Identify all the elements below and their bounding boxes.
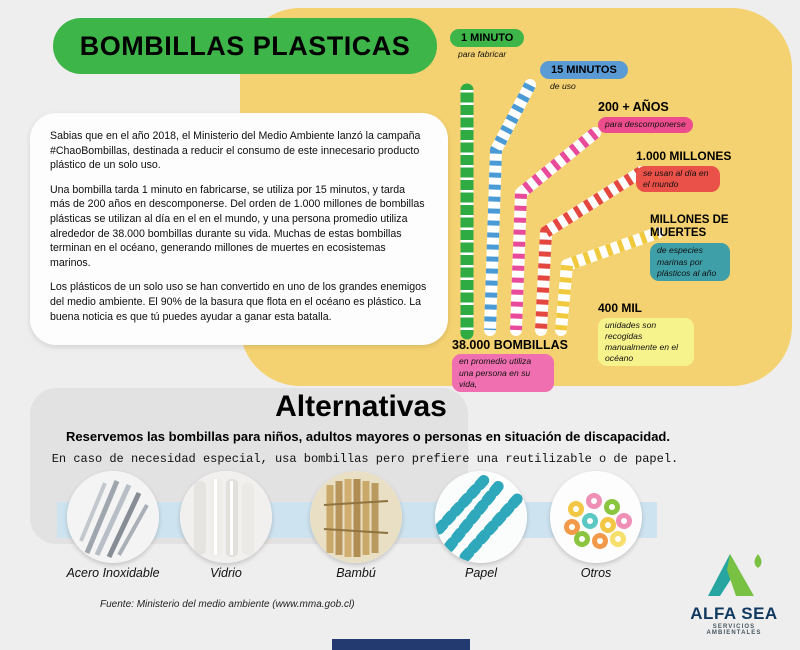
stat-sub: para fabricar bbox=[458, 49, 507, 59]
stat-38000-bombillas: 38.000 BOMBILLAS en promedio utiliza una… bbox=[452, 338, 568, 392]
stat-millones-muertes: MILLONES DE MUERTES de especies marinas … bbox=[650, 214, 750, 281]
logo-name: ALFA SEA bbox=[690, 604, 778, 623]
title-banner: BOMBILLAS PLASTICAS bbox=[53, 18, 437, 74]
stat-400-mil: 400 MIL unidades son recogidas manualmen… bbox=[598, 301, 694, 367]
intro-card: Sabias que en el año 2018, el Ministerio… bbox=[30, 113, 448, 345]
bottom-bar bbox=[332, 639, 470, 650]
bamboo-straws-icon bbox=[310, 471, 402, 563]
paper-straws-icon bbox=[435, 471, 527, 563]
alternative-image-acero bbox=[67, 471, 159, 563]
alfa-sea-logo-icon bbox=[708, 554, 762, 596]
stat-sub-pill: en promedio utiliza una persona en su vi… bbox=[452, 354, 554, 392]
stat-200-anos: 200 + AÑOS para descomponerse bbox=[598, 100, 693, 133]
stat-sub-pill: unidades son recogidas manualmente en el… bbox=[598, 317, 694, 367]
alternatives-title: Alternativas bbox=[275, 390, 447, 423]
alternative-image-papel bbox=[435, 471, 527, 563]
stat-label: 400 MIL bbox=[598, 301, 643, 315]
stat-sub-pill: para descomponerse bbox=[598, 117, 693, 133]
alternative-label-vidrio: Vidrio bbox=[210, 566, 242, 580]
intro-paragraph-2: Una bombilla tarda 1 minuto en fabricars… bbox=[50, 183, 425, 269]
alternative-label-bambu: Bambú bbox=[336, 566, 376, 580]
stat-sub-pill: se usan al día en el mundo bbox=[636, 165, 720, 193]
stat-label-pill: 15 MINUTOS bbox=[540, 61, 628, 79]
page-title: BOMBILLAS PLASTICAS bbox=[79, 30, 411, 61]
logo-tagline: SERVICIOS AMBIENTALES bbox=[706, 624, 762, 636]
alternative-image-vidrio bbox=[180, 471, 272, 563]
assorted-straws-icon bbox=[550, 471, 642, 563]
alternatives-line1: Reservemos las bombillas para niños, adu… bbox=[66, 429, 670, 444]
stat-1-minuto: 1 MINUTO para fabricar bbox=[450, 28, 525, 60]
stat-label: 38.000 BOMBILLAS bbox=[452, 338, 569, 352]
stat-1000-millones: 1.000 MILLONES se usan al día en el mund… bbox=[636, 149, 732, 193]
plastic-straws-illustration bbox=[460, 79, 663, 340]
source-credit: Fuente: Ministerio del medio ambiente (w… bbox=[100, 599, 355, 610]
glass-straws-icon bbox=[180, 471, 272, 563]
intro-paragraph-1: Sabias que en el año 2018, el Ministerio… bbox=[50, 130, 421, 172]
stat-label: 1.000 MILLONES bbox=[636, 149, 732, 163]
alfa-sea-logo: ALFA SEA SERVICIOS AMBIENTALES bbox=[686, 550, 782, 636]
alternative-label-otros: Otros bbox=[580, 566, 612, 580]
alternative-image-bambu bbox=[310, 471, 402, 563]
stat-15-minutos: 15 MINUTOS de uso bbox=[540, 60, 628, 92]
stat-sub-pill: de especies marinas por plásticos al año bbox=[650, 243, 730, 281]
stat-label: MILLONES DE MUERTES bbox=[650, 214, 729, 240]
alternative-label-papel: Papel bbox=[465, 566, 497, 580]
alternatives-line2: En caso de necesidad especial, usa bombi… bbox=[51, 452, 679, 466]
steel-straws-icon bbox=[67, 471, 159, 563]
stat-label-pill: 1 MINUTO bbox=[450, 29, 525, 47]
stat-sub: de uso bbox=[550, 81, 576, 91]
stat-label: 200 + AÑOS bbox=[598, 100, 669, 114]
alternative-label-acero: Acero Inoxidable bbox=[66, 566, 160, 580]
alternative-image-otros bbox=[550, 471, 642, 563]
intro-paragraph-3: Los plásticos de un solo uso se han conv… bbox=[50, 281, 427, 323]
